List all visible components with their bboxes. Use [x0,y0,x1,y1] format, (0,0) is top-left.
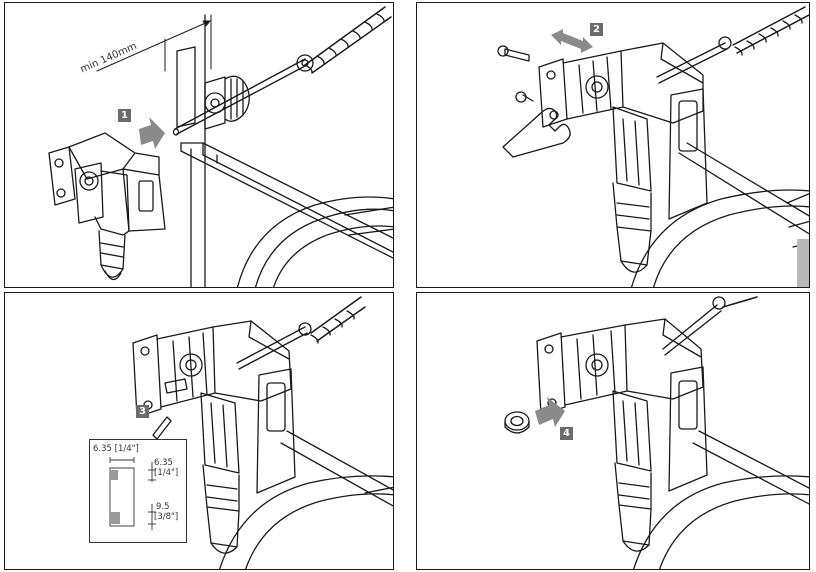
key-height1-label: 6.35 [154,458,173,468]
key-height2-inch-label: [3/8"] [154,512,179,522]
panel-step-1: 1 min 140mm [4,2,394,288]
door-shaft [662,304,718,350]
key-dimensions-inset: 6.35 [1/4"] 6.35 [1/4"] 9.5 [3/8"] [89,439,187,543]
insert-arrow [535,397,565,427]
door-panel [236,196,393,287]
torsion-spring [298,296,366,344]
door-shaft [236,326,306,364]
door-shaft [656,42,726,78]
cable-drum [204,75,250,130]
key-height1-inch-label: [1/4"] [154,468,179,478]
torsion-spring [718,6,809,56]
panel-step-3: 3 6.35 [1/4"] 6.35 [1/4"] 9.5 [3/8"] [4,292,394,570]
motor-operator [612,42,708,273]
panel-step-2: 2 [416,2,810,288]
step-badge-3: 3 [136,405,149,418]
step-badge-4: 4 [560,427,573,440]
adjust-arrow [551,29,593,53]
move-arrow [139,117,165,149]
wrench-icon [502,107,571,158]
key-large-section [110,512,120,524]
mounting-bracket [536,324,628,416]
wall-bracket [176,46,196,128]
torsion-spring [712,296,758,310]
door-track [180,142,393,259]
mounting-bracket [538,50,624,128]
step-badge-2: 2 [590,23,603,36]
key-height2-label: 9.5 [156,502,170,512]
step-1-illustration [48,6,393,287]
motor-operator [48,132,166,281]
step-3-illustration [132,296,393,569]
mounting-bracket [132,326,216,418]
step-4-illustration [504,296,809,569]
floor-shade [797,239,809,287]
door-panel [630,189,809,287]
locking-ring [504,411,530,434]
key-small-section [110,470,118,480]
panel-step-4: 4 [416,292,810,570]
torsion-spring [296,6,392,74]
bolt [497,45,534,103]
step-2-illustration [497,6,809,287]
motor-operator [612,318,708,552]
key-part [152,416,172,440]
door-track [692,442,809,505]
motor-operator [200,320,296,554]
door-panel [219,475,393,569]
door-track [280,442,393,507]
key-dimension-drawing [109,457,156,530]
door-shaft [172,58,308,136]
key-width-label: 6.35 [1/4"] [93,444,139,454]
min-distance-dimension [96,14,212,72]
step-badge-1: 1 [118,109,131,122]
